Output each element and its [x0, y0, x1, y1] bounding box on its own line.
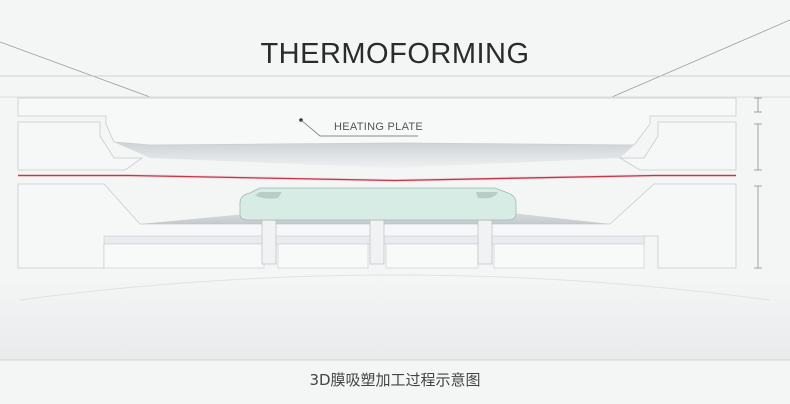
- dimension-markers: [754, 97, 762, 269]
- formed-part: [239, 187, 517, 221]
- label-leader: [299, 118, 418, 137]
- floor-arc: [19, 274, 771, 301]
- diagram-title: THERMOFORMING: [260, 38, 530, 70]
- heating-plate: [17, 97, 737, 171]
- floor: [0, 280, 790, 360]
- heating-plate-label: HEATING PLATE: [334, 121, 424, 133]
- diagram-caption: 3D膜吸塑加工过程示意图: [309, 371, 481, 389]
- perspective-lines: [0, 19, 790, 98]
- plastic-film: [18, 174, 736, 182]
